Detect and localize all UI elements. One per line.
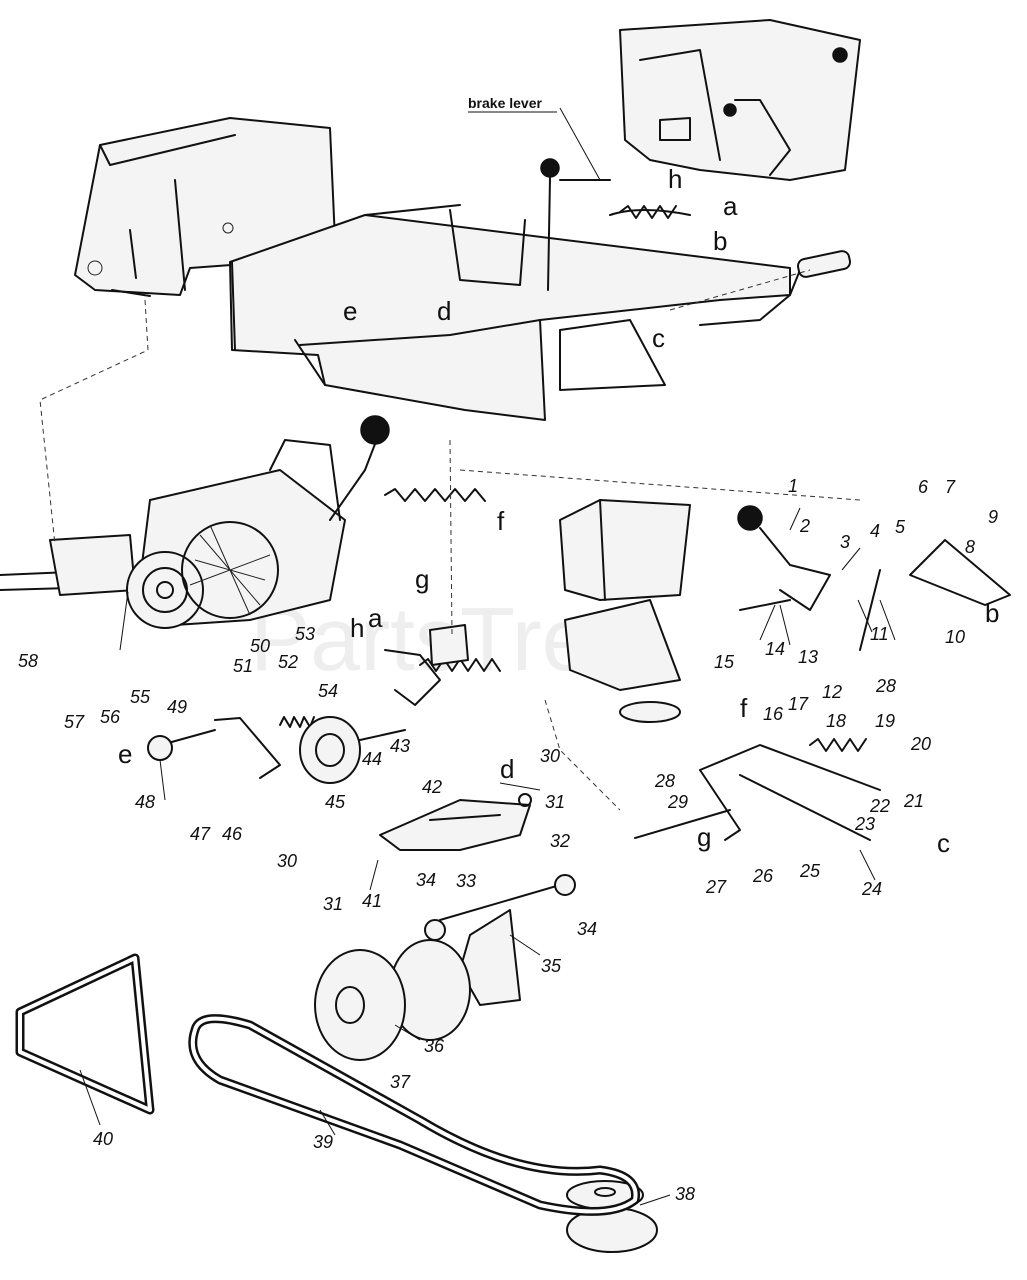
part-label-51: 51 [233, 656, 253, 676]
part-label-30b: 30 [277, 851, 297, 871]
part-label-34a: 34 [416, 870, 436, 890]
ref-letter-e-left: e [118, 739, 132, 769]
part-label-11: 11 [870, 624, 889, 644]
part-label-19: 19 [875, 711, 895, 731]
part-label-15: 15 [714, 652, 735, 672]
part-label-53: 53 [295, 624, 315, 644]
idler-arm-group [147, 716, 406, 784]
ref-letter-d-top: d [437, 296, 451, 326]
part-label-12: 12 [822, 682, 842, 702]
ref-letter-e-top: e [343, 296, 357, 326]
leader-lines [79, 107, 896, 1206]
part-label-38: 38 [675, 1184, 695, 1204]
part-label-52: 52 [278, 652, 298, 672]
belt-39 [188, 1014, 641, 1216]
shift-handle [699, 250, 852, 326]
part-label-18: 18 [826, 711, 846, 731]
bracket-a [384, 624, 469, 706]
part-label-33: 33 [456, 871, 476, 891]
part-label-22: 22 [869, 796, 890, 816]
ref-letter-f-mid: f [497, 506, 505, 536]
part-label-25: 25 [799, 861, 821, 881]
part-label-3: 3 [840, 532, 850, 552]
ref-letter-a-mid: a [368, 603, 383, 633]
part-label-8: 8 [965, 537, 975, 557]
part-label-31a: 31 [545, 792, 565, 812]
part-label-46: 46 [222, 824, 243, 844]
part-label-4: 4 [870, 521, 880, 541]
ref-letter-b-right: b [985, 598, 999, 628]
part-label-35: 35 [541, 956, 562, 976]
part-label-44: 44 [362, 749, 382, 769]
part-label-48: 48 [135, 792, 155, 812]
part-label-31b: 31 [323, 894, 343, 914]
part-label-49: 49 [167, 697, 187, 717]
part-label-28b: 28 [654, 771, 675, 791]
part-label-1: 1 [788, 476, 798, 496]
part-label-58: 58 [18, 651, 38, 671]
part-label-2: 2 [799, 516, 810, 536]
idler-plate [379, 793, 532, 851]
part-label-45: 45 [325, 792, 346, 812]
bottom-pulley [566, 1180, 658, 1253]
part-label-5: 5 [895, 517, 906, 537]
part-label-6: 6 [918, 477, 929, 497]
control-lever-group [634, 505, 1011, 841]
ref-letter-h-mid: h [350, 613, 364, 643]
belt-40 [15, 953, 155, 1115]
ref-letter-d-mid: d [500, 754, 514, 784]
transmission-assembly [0, 415, 390, 629]
part-label-16: 16 [763, 704, 784, 724]
part-label-57: 57 [64, 712, 85, 732]
part-label-27: 27 [705, 877, 727, 897]
brake-lever-assembly [540, 158, 691, 291]
ref-letter-g-right: g [697, 822, 711, 852]
part-label-10: 10 [945, 627, 965, 647]
ref-letter-c-top: c [652, 323, 665, 353]
part-label-9: 9 [988, 507, 998, 527]
ref-letter-g-mid: g [415, 564, 429, 594]
ref-letter-a-top: a [723, 191, 738, 221]
part-label-26: 26 [752, 866, 774, 886]
part-label-20: 20 [910, 734, 931, 754]
main-frame [229, 204, 791, 421]
part-label-47: 47 [190, 824, 211, 844]
ref-letter-f-right: f [740, 693, 748, 723]
part-label-30a: 30 [540, 746, 560, 766]
part-label-50: 50 [250, 636, 270, 656]
part-label-17: 17 [788, 694, 809, 714]
part-label-43: 43 [390, 736, 410, 756]
part-label-40: 40 [93, 1129, 113, 1149]
part-label-24: 24 [861, 879, 882, 899]
part-label-34b: 34 [577, 919, 597, 939]
part-label-39: 39 [313, 1132, 333, 1152]
cooling-fan [181, 521, 279, 619]
part-label-55: 55 [130, 687, 151, 707]
part-label-28a: 28 [875, 676, 896, 696]
part-label-56: 56 [100, 707, 121, 727]
ref-letter-h-top: h [668, 164, 682, 194]
center-bracket [559, 499, 691, 723]
part-label-54: 54 [318, 681, 338, 701]
part-label-7: 7 [945, 477, 956, 497]
part-label-13: 13 [798, 647, 818, 667]
part-label-21: 21 [903, 791, 924, 811]
part-number-labels: 1 2 3 4 5 6 7 8 9 10 11 12 13 14 15 16 1… [18, 476, 998, 1204]
part-label-23: 23 [854, 814, 875, 834]
part-label-41: 41 [362, 891, 382, 911]
reference-lines [39, 269, 861, 811]
right-console-housing [619, 19, 861, 181]
part-label-29: 29 [667, 792, 688, 812]
part-label-42: 42 [422, 777, 442, 797]
reference-letter-labels: a a b b c c d d e e f f g g h h [118, 164, 999, 858]
double-pulley [314, 939, 471, 1061]
part-label-36: 36 [424, 1036, 445, 1056]
part-label-32: 32 [550, 831, 570, 851]
part-label-14: 14 [765, 639, 785, 659]
brake-lever-caption: brake lever [468, 95, 542, 111]
ref-letter-b-top: b [713, 226, 727, 256]
ref-letter-c-right: c [937, 828, 950, 858]
part-label-37: 37 [390, 1072, 411, 1092]
